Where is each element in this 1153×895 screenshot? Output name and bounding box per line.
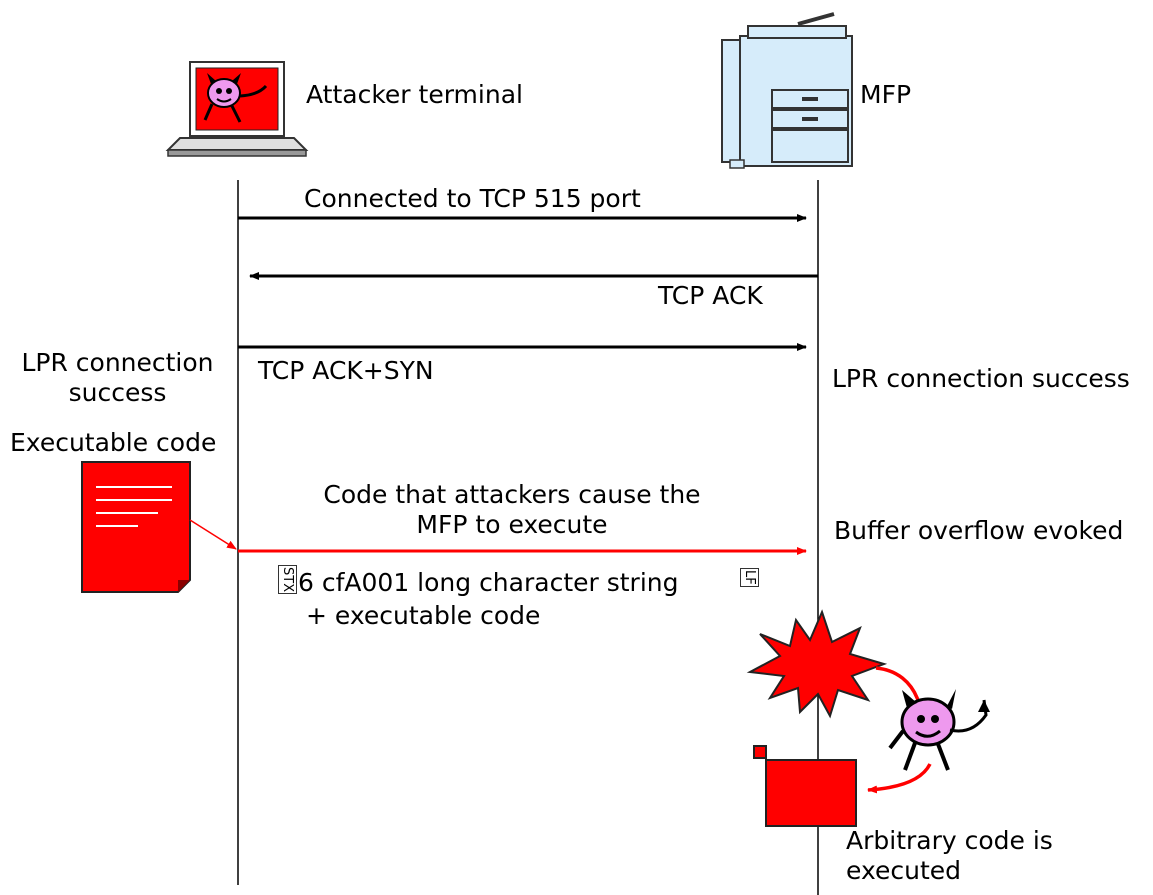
mfp-label: MFP (860, 80, 912, 109)
document-icon (81, 461, 191, 593)
attack-message-line1: Code that attackers cause the (323, 480, 701, 509)
printer-icon (721, 12, 853, 169)
message-1-label: Connected to TCP 515 port (304, 184, 641, 213)
code-block-icon (753, 745, 857, 827)
flow-curve-2 (867, 763, 932, 794)
payload-line-2: + executable code (306, 601, 541, 630)
laptop-icon (165, 61, 309, 157)
arbitrary-code-label: Arbitrary code is executed (846, 826, 1053, 886)
document-pointer (189, 519, 237, 550)
explosion-icon (746, 609, 888, 719)
lpr-success-right: LPR connection success (832, 364, 1130, 393)
attacker-label: Attacker terminal (306, 80, 523, 109)
message-2-label: TCP ACK (658, 281, 763, 310)
arbitrary-code-line1: Arbitrary code is (846, 826, 1053, 855)
devil-icon-small (203, 73, 268, 123)
lpr-success-left-line2: success (68, 378, 167, 407)
payload-line-1: 6 cfA001 long character string (298, 568, 679, 597)
message-3-label: TCP ACK+SYN (258, 356, 434, 385)
buffer-overflow-label: Buffer overflow evoked (834, 516, 1124, 545)
attack-message-line2: MFP to execute (416, 510, 608, 539)
executable-code-label: Executable code (10, 428, 217, 457)
lf-control-char: LF (740, 568, 759, 587)
lpr-success-left-line1: LPR connection (21, 348, 214, 377)
arbitrary-code-line2: executed (846, 856, 961, 885)
devil-icon (888, 689, 990, 771)
stx-control-char: STX (278, 565, 297, 595)
lpr-success-left: LPR connection success (10, 348, 225, 408)
attack-message-label: Code that attackers cause the MFP to exe… (262, 480, 762, 540)
